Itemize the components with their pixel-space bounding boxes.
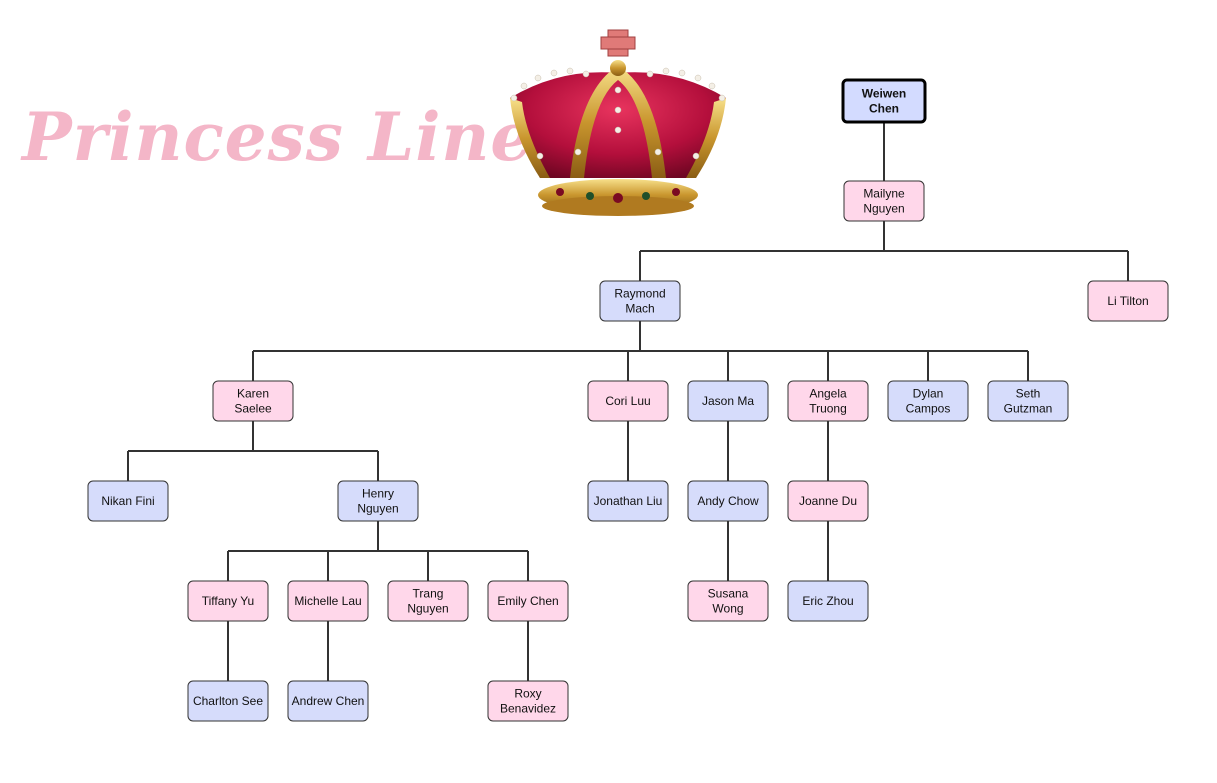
person-name-line: Charlton See bbox=[193, 694, 263, 708]
person-node-li-tilton[interactable]: Li Tilton bbox=[1087, 280, 1169, 322]
person-box bbox=[1087, 280, 1169, 322]
person-box bbox=[87, 480, 169, 522]
person-box bbox=[687, 480, 769, 522]
person-name-line: Nguyen bbox=[863, 202, 904, 216]
person-name-line: Jason Ma bbox=[702, 394, 754, 408]
person-name-line: Joanne Du bbox=[799, 494, 857, 508]
person-name-line: Truong bbox=[809, 402, 847, 416]
person-name-line: Seth bbox=[1016, 387, 1041, 401]
person-name-line: Mailyne bbox=[863, 187, 905, 201]
crown-icon bbox=[510, 29, 726, 216]
person-node-cori-luu[interactable]: Cori Luu bbox=[587, 380, 669, 422]
person-node-charlton-see[interactable]: Charlton See bbox=[187, 680, 269, 722]
person-name-line: Saelee bbox=[234, 402, 272, 416]
connector-lines bbox=[127, 122, 1129, 681]
person-box bbox=[487, 580, 569, 622]
person-box bbox=[287, 580, 369, 622]
person-name-line: Roxy bbox=[514, 687, 541, 701]
person-box bbox=[687, 380, 769, 422]
person-name-line: Benavidez bbox=[500, 702, 556, 716]
person-name-line: Chen bbox=[869, 102, 899, 116]
person-node-tiffany-yu[interactable]: Tiffany Yu bbox=[187, 580, 269, 622]
person-name-line: Nikan Fini bbox=[101, 494, 154, 508]
person-node-andrew-chen[interactable]: Andrew Chen bbox=[287, 680, 369, 722]
person-name-line: Mach bbox=[625, 302, 654, 316]
person-box bbox=[387, 580, 469, 622]
person-name-line: Nguyen bbox=[357, 502, 398, 516]
person-name-line: Wong bbox=[712, 602, 743, 616]
person-box bbox=[287, 680, 369, 722]
person-box bbox=[487, 680, 569, 722]
person-node-joanne-du[interactable]: Joanne Du bbox=[787, 480, 869, 522]
person-name-line: Henry bbox=[362, 487, 394, 501]
person-box bbox=[841, 78, 927, 124]
person-name-line: Gutzman bbox=[1004, 402, 1053, 416]
person-node-andy-chow[interactable]: Andy Chow bbox=[687, 480, 769, 522]
person-name-line: Eric Zhou bbox=[802, 594, 853, 608]
person-node-jason-ma[interactable]: Jason Ma bbox=[687, 380, 769, 422]
person-name-line: Li Tilton bbox=[1107, 294, 1148, 308]
person-box bbox=[337, 480, 419, 522]
person-box bbox=[187, 580, 269, 622]
person-node-michelle-lau[interactable]: Michelle Lau bbox=[287, 580, 369, 622]
person-box bbox=[212, 380, 294, 422]
person-box bbox=[787, 580, 869, 622]
person-box bbox=[843, 180, 925, 222]
person-box bbox=[687, 580, 769, 622]
person-name-line: Emily Chen bbox=[497, 594, 558, 608]
person-box bbox=[587, 480, 669, 522]
person-box bbox=[187, 680, 269, 722]
person-name-line: Andy Chow bbox=[697, 494, 759, 508]
person-box bbox=[887, 380, 969, 422]
person-box bbox=[787, 380, 869, 422]
person-name-line: Weiwen bbox=[862, 87, 906, 101]
person-name-line: Karen bbox=[237, 387, 269, 401]
person-box bbox=[599, 280, 681, 322]
person-name-line: Cori Luu bbox=[605, 394, 650, 408]
person-node-nikan-fini[interactable]: Nikan Fini bbox=[87, 480, 169, 522]
person-box bbox=[987, 380, 1069, 422]
person-name-line: Andrew Chen bbox=[292, 694, 365, 708]
person-node-eric-zhou[interactable]: Eric Zhou bbox=[787, 580, 869, 622]
person-name-line: Campos bbox=[906, 402, 951, 416]
person-name-line: Raymond bbox=[614, 287, 665, 301]
person-name-line: Tiffany Yu bbox=[202, 594, 254, 608]
tree-nodes: WeiwenChenMailyneNguyenRaymondMachKarenS… bbox=[87, 78, 1169, 722]
person-name-line: Michelle Lau bbox=[294, 594, 361, 608]
chart-title: Princess Line bbox=[20, 98, 533, 176]
person-name-line: Trang bbox=[413, 587, 444, 601]
person-node-emily-chen[interactable]: Emily Chen bbox=[487, 580, 569, 622]
person-box bbox=[787, 480, 869, 522]
person-name-line: Angela bbox=[809, 387, 847, 401]
person-name-line: Dylan bbox=[913, 387, 944, 401]
person-node-jonathan-liu[interactable]: Jonathan Liu bbox=[587, 480, 669, 522]
person-name-line: Nguyen bbox=[407, 602, 448, 616]
person-box bbox=[587, 380, 669, 422]
person-name-line: Jonathan Liu bbox=[594, 494, 663, 508]
person-name-line: Susana bbox=[708, 587, 749, 601]
